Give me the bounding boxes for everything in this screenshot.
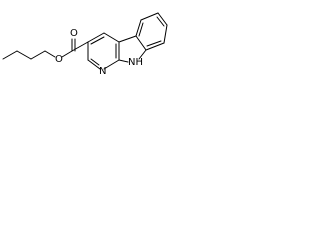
butyl-bond-3 bbox=[30, 50, 46, 60]
pyridine-bond-5 bbox=[87, 59, 101, 70]
pyrrole-bond-2 bbox=[135, 35, 147, 51]
butyl-bond-2 bbox=[16, 50, 32, 60]
pyrrole-bond-3 bbox=[138, 49, 147, 60]
carboxyl-ring-bond bbox=[71, 41, 89, 52]
ester-oxygen-label: O bbox=[55, 54, 63, 65]
benzene-bond-3-inner bbox=[156, 16, 165, 27]
molecule-structure: O O N NH bbox=[2, 12, 168, 77]
ester-c-o-bond bbox=[61, 50, 73, 58]
benzene-bond-4 bbox=[163, 24, 168, 44]
benzene-bond-5-inner bbox=[146, 40, 162, 47]
pyridine-bond-4 bbox=[103, 59, 120, 70]
indole-nitrogen-label: NH bbox=[128, 57, 143, 68]
pyridine-nitrogen-label: N bbox=[99, 66, 106, 77]
ester-o-c-bond bbox=[44, 50, 56, 58]
benzene-bond-1 bbox=[135, 19, 142, 37]
benzene-bond-1-inner bbox=[138, 22, 144, 37]
benzene-bond-3 bbox=[157, 12, 168, 26]
pyrrole-bond-4 bbox=[118, 59, 129, 63]
pyridine-bond-1-inner bbox=[90, 36, 105, 45]
pyridine-bond-1 bbox=[87, 32, 105, 43]
carbonyl-oxygen-label: O bbox=[70, 28, 78, 39]
pyridine-bond-2 bbox=[103, 32, 120, 43]
butyl-bond-1 bbox=[2, 50, 18, 60]
benzene-bond-5 bbox=[145, 42, 165, 51]
benzene-bond-2 bbox=[140, 12, 159, 21]
pyrrole-bond-1 bbox=[118, 35, 137, 43]
pyridine-bond-5-inner bbox=[90, 58, 100, 66]
